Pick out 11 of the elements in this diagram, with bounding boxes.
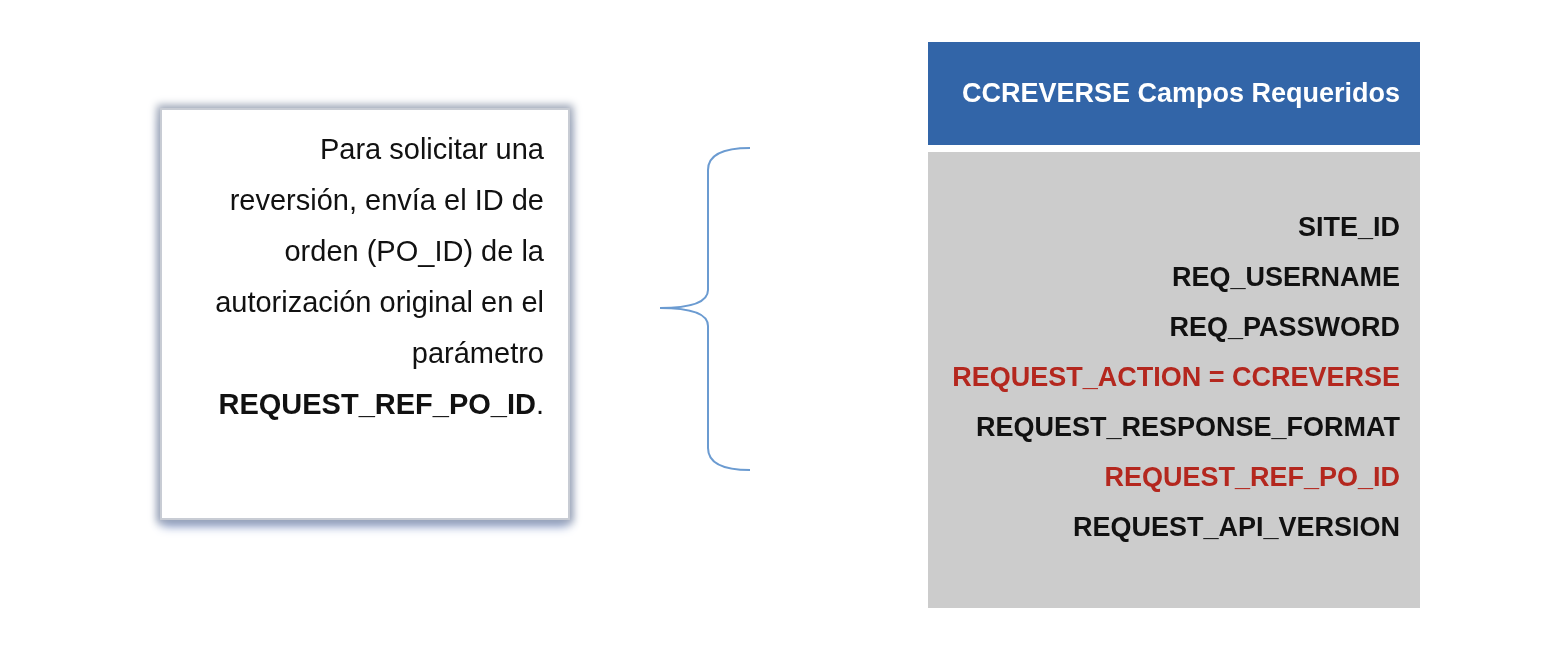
field-name: SITE_ID	[1297, 211, 1401, 244]
field-name: REQUEST_RESPONSE_FORMAT	[975, 411, 1401, 444]
text-card	[160, 108, 570, 520]
description-text: Para solicitar una reversión, envía el ID de orden (PO_ID) de la autorización original en el parámetro REQUEST_REF_PO_ID.	[214, 132, 544, 422]
field-name: REQUEST_REF_PO_ID	[1104, 461, 1401, 494]
table-header: CCREVERSE Campos Requeridos	[928, 42, 1420, 145]
field-name: REQ_PASSWORD	[1169, 311, 1401, 344]
field-name: REQUEST_ACTION = CCREVERSE	[952, 361, 1401, 394]
field-name: REQUEST_API_VERSION	[1072, 511, 1401, 544]
field-list-panel	[928, 152, 1420, 608]
field-name: REQ_USERNAME	[1171, 261, 1401, 294]
